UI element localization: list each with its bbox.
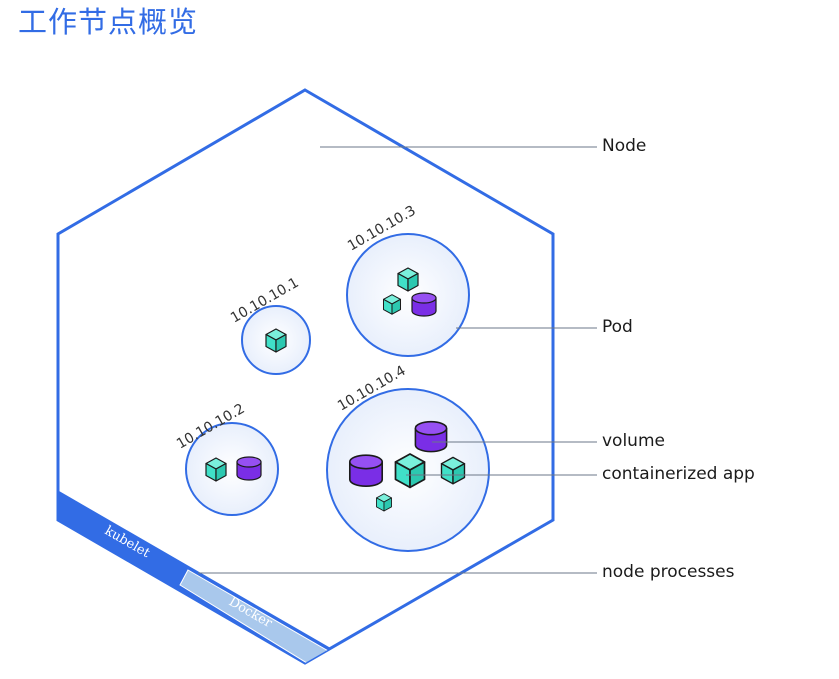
container-cube-icon <box>397 267 419 292</box>
volume-cylinder-icon <box>411 292 437 317</box>
label-volume: volume <box>602 431 665 451</box>
volume-cylinder-icon <box>414 420 448 453</box>
container-cube-icon <box>205 457 227 482</box>
volume-cylinder-icon <box>236 456 262 481</box>
page-title: 工作节点概览 <box>18 5 199 39</box>
docker-band <box>179 569 331 663</box>
volume-cylinder-icon <box>348 454 384 488</box>
label-pod: Pod <box>602 317 633 337</box>
node-hexagon <box>56 88 555 665</box>
pod: 10.10.10.1 <box>228 275 311 375</box>
label-containerized-app: containerized app <box>602 464 755 484</box>
label-node-processes: node processes <box>602 562 735 582</box>
container-cube-icon <box>265 328 287 353</box>
label-node: Node <box>602 136 646 156</box>
container-cube-icon <box>382 294 402 315</box>
container-cube-icon <box>376 493 392 512</box>
container-cube-icon <box>394 453 426 489</box>
container-cube-icon <box>440 456 466 485</box>
leader-lines <box>198 146 597 574</box>
